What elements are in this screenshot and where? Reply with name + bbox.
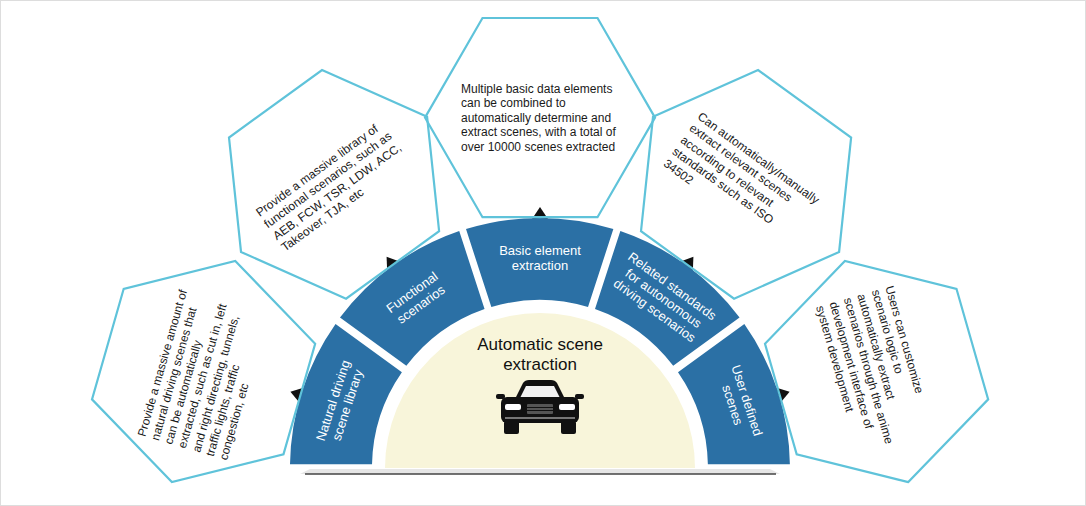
hexagon-shape: [765, 261, 988, 482]
hexagon-shape: [641, 70, 851, 299]
description-hexagon: Can automatically/manually extract relev…: [639, 68, 853, 301]
node-label: Provide a massive amount of natural driv…: [134, 282, 273, 461]
car-icon: [496, 380, 584, 434]
segment-shape: [466, 218, 613, 307]
base-line: [305, 473, 776, 475]
category-segment: User defined scenes: [678, 324, 790, 464]
hexagon-shape: [425, 18, 655, 217]
node-label: Automatic scene extraction: [450, 335, 630, 374]
description-hexagon: Multiple basic data elements can be comb…: [423, 16, 657, 219]
node-label: Multiple basic data elements can be comb…: [461, 82, 619, 154]
category-segment: Basic element extraction: [466, 218, 613, 307]
segment-shape: [678, 324, 790, 464]
description-hexagon: Provide a massive amount of natural driv…: [90, 259, 317, 484]
node-label: Can automatically/manually extract relev…: [661, 109, 831, 260]
base-strip: [300, 469, 780, 474]
node-label: Provide a massive library of functional …: [253, 115, 415, 254]
hexagon-shape: [229, 70, 439, 299]
hexagon-shape: [92, 261, 315, 482]
node-label: Users can customize scenario logic to au…: [813, 284, 940, 460]
node-label: Basic element extraction: [487, 244, 593, 274]
description-hexagon: Provide a massive library of functional …: [227, 68, 441, 301]
description-hexagon: Users can customize scenario logic to au…: [763, 259, 990, 484]
